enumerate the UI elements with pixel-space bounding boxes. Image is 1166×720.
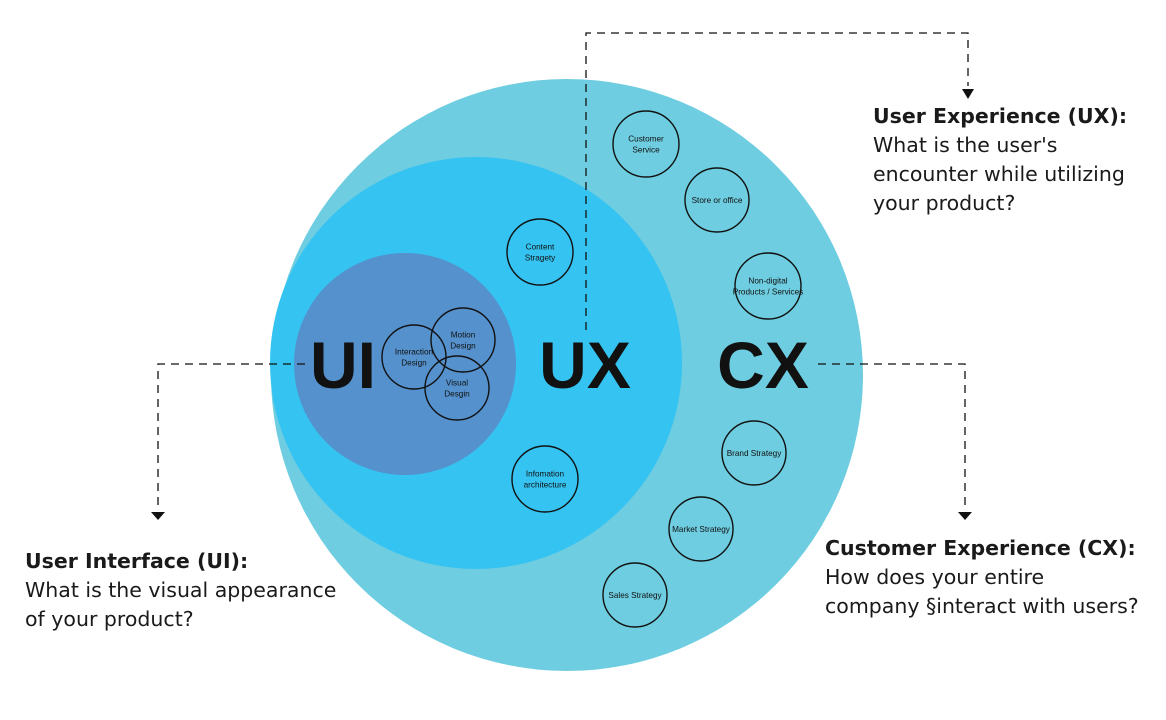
bubble-label: Interaction [395, 348, 434, 357]
bubble-label: Service [632, 146, 660, 155]
cx-bubble: Brand Strategy [721, 420, 787, 486]
bubble-label: Stragety [525, 254, 556, 263]
bubble-label: Non-digital [748, 277, 787, 286]
ui-label: UI [310, 328, 376, 402]
cx-caption-body: How does your entire company §interact w… [825, 565, 1139, 618]
bubble-outline [430, 307, 496, 373]
bubble-outline [721, 420, 787, 486]
cx-connector [818, 363, 966, 505]
ui-caption: User Interface (UI): What is the visual … [25, 547, 355, 634]
bubble-outline [381, 324, 447, 390]
bubble-outline [684, 167, 750, 233]
bubble-label: Store or office [692, 196, 743, 205]
bubble-outline [612, 110, 680, 178]
ux-arrowhead [962, 89, 974, 99]
bubble-label: Customer [628, 135, 664, 144]
ux-label: UX [539, 328, 631, 402]
bubble-label: Visual [446, 379, 468, 388]
ux-connector [585, 32, 969, 330]
bubble-label: Sales Strategy [608, 591, 662, 600]
cx-label: CX [717, 328, 809, 402]
bubble-label: Market Strategy [672, 525, 731, 534]
bubble-group: InteractionDesignMotionDesignVisualDesgi… [381, 110, 804, 628]
cx-caption-title: Customer Experience (CX): [825, 536, 1136, 560]
cx-arrowhead [958, 512, 972, 520]
ui-caption-body: What is the visual appearance of your pr… [25, 578, 337, 631]
bubble-label: Content [526, 243, 555, 252]
ux-caption-title: User Experience (UX): [873, 104, 1128, 128]
connector-lines [151, 32, 974, 520]
bubble-outline [734, 252, 802, 320]
cx-bubble: Store or office [684, 167, 750, 233]
ux-bubble: Infomation architecture [511, 445, 579, 513]
bubble-outline [424, 355, 490, 421]
bubble-outline [511, 445, 579, 513]
ux-caption: User Experience (UX): What is the user's… [873, 102, 1163, 218]
bubble-label: Motion [451, 331, 476, 340]
bubble-label: Products / Services [733, 288, 804, 297]
bubble-outline [668, 496, 734, 562]
ui-connector [157, 363, 305, 505]
bubble-label: Design [401, 359, 427, 368]
bubble-label: Design [450, 342, 476, 351]
ux-caption-body: What is the user's encounter while utili… [873, 133, 1125, 215]
bubble-outline [602, 562, 668, 628]
ui-caption-title: User Interface (UI): [25, 549, 249, 573]
cx-caption: Customer Experience (CX): How does your … [825, 534, 1165, 621]
ui-arrowhead [151, 512, 165, 520]
cx-bubble: Sales Strategy [602, 562, 668, 628]
cx-bubble: Market Strategy [668, 496, 734, 562]
bubble-label: Desgin [444, 390, 470, 399]
bubble-label: Infomation [526, 470, 565, 479]
bubble-label: Brand Strategy [727, 449, 783, 458]
bubble-outline [506, 218, 574, 286]
bubble-label: architecture [524, 481, 567, 490]
